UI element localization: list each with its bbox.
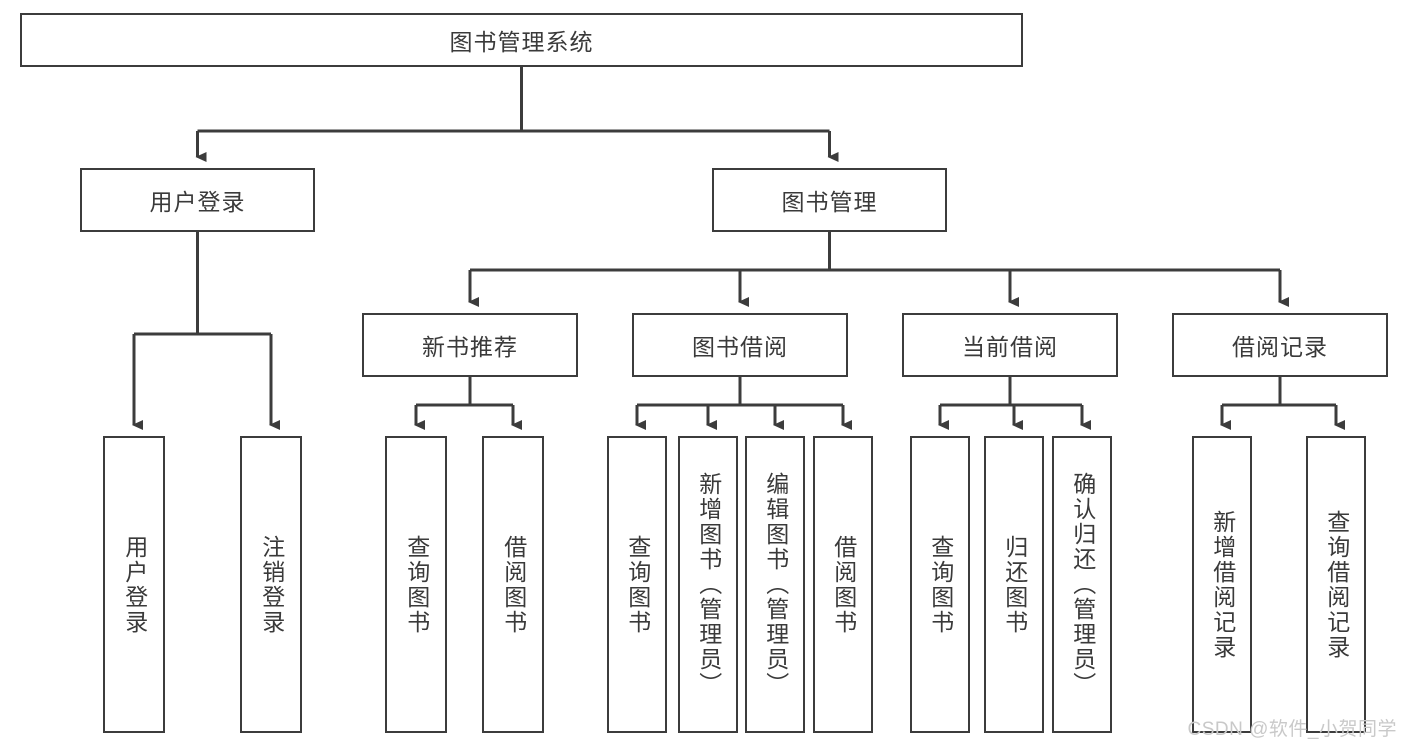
node-label: 查询图书 <box>403 534 430 635</box>
node-label: 图书管理系统 <box>449 29 594 55</box>
node-leaf-query-book-1: 查询图书 <box>385 436 447 733</box>
node-label: 查询图书 <box>624 534 651 635</box>
node-leaf-borrow-book-1: 借阅图书 <box>482 436 544 733</box>
node-borrow-record: 借阅记录 <box>1172 313 1388 377</box>
node-label: 归还图书 <box>1001 534 1028 635</box>
node-new-book-recommend: 新书推荐 <box>362 313 578 377</box>
node-book-borrow: 图书借阅 <box>632 313 848 377</box>
node-label: 新增图书（管理员） <box>695 472 722 697</box>
node-label: 用户登录 <box>149 189 246 215</box>
csdn-watermark: CSDN @软件_小贺同学 <box>1187 719 1397 740</box>
node-book-management: 图书管理 <box>712 168 947 232</box>
node-label: 当前借阅 <box>962 334 1058 360</box>
node-label: 借阅记录 <box>1232 334 1328 360</box>
node-label: 编辑图书（管理员） <box>762 472 789 697</box>
node-leaf-edit-book-admin: 编辑图书（管理员） <box>745 436 805 733</box>
node-label: 确认归还（管理员） <box>1069 472 1096 697</box>
node-leaf-return-book: 归还图书 <box>984 436 1044 733</box>
node-leaf-query-book-3: 查询图书 <box>910 436 970 733</box>
node-label: 新书推荐 <box>422 334 518 360</box>
node-root: 图书管理系统 <box>20 13 1023 67</box>
node-leaf-borrow-book-2: 借阅图书 <box>813 436 873 733</box>
node-leaf-user-login: 用户登录 <box>103 436 165 733</box>
node-leaf-user-logout: 注销登录 <box>240 436 302 733</box>
node-leaf-confirm-return-admin: 确认归还（管理员） <box>1052 436 1112 733</box>
node-leaf-add-book-admin: 新增图书（管理员） <box>678 436 738 733</box>
node-current-borrow: 当前借阅 <box>902 313 1118 377</box>
node-label: 查询图书 <box>927 534 954 635</box>
node-leaf-query-book-2: 查询图书 <box>607 436 667 733</box>
node-user-login: 用户登录 <box>80 168 315 232</box>
node-label: 用户登录 <box>121 534 148 635</box>
node-label: 借阅图书 <box>500 534 527 635</box>
node-label: 注销登录 <box>258 534 285 635</box>
node-label: 图书管理 <box>781 189 878 215</box>
node-leaf-query-borrow-record: 查询借阅记录 <box>1306 436 1366 733</box>
node-label: 查询借阅记录 <box>1323 509 1350 660</box>
node-label: 借阅图书 <box>830 534 857 635</box>
node-label: 图书借阅 <box>692 334 788 360</box>
node-label: 新增借阅记录 <box>1209 509 1236 660</box>
node-leaf-add-borrow-record: 新增借阅记录 <box>1192 436 1252 733</box>
